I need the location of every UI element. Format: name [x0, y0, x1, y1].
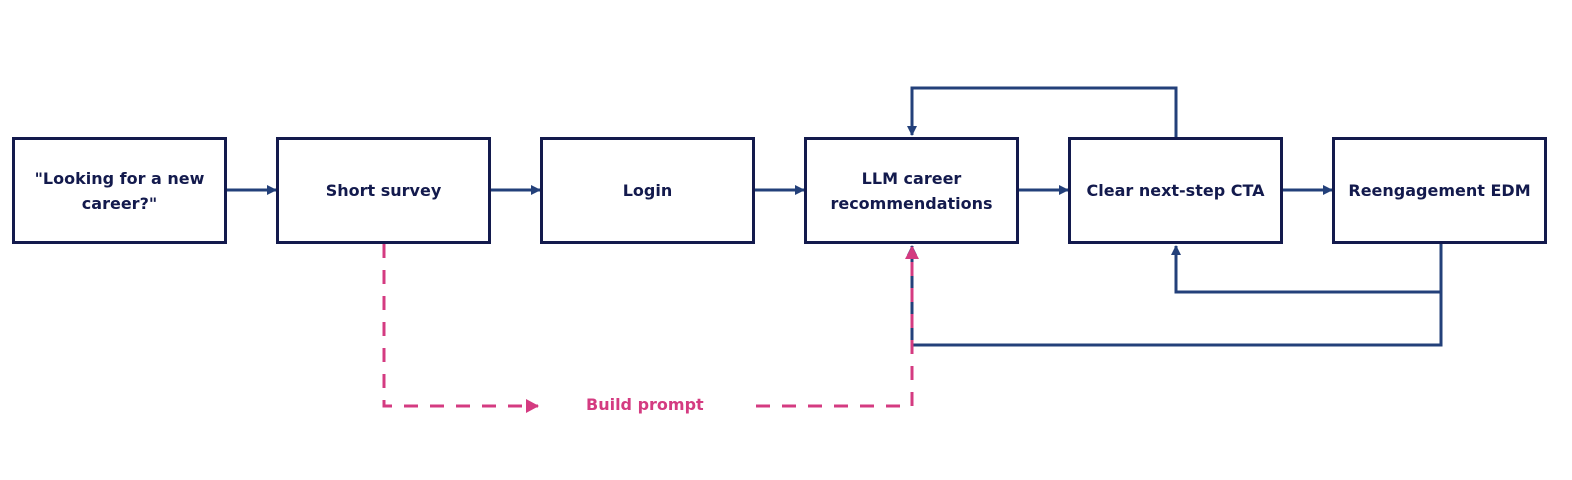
node-looking-for-career-label: "Looking for a new career?": [34, 168, 205, 213]
node-next-step-cta: Clear next-step CTA: [1068, 137, 1283, 244]
arrow-cta-loop-to-llm: [907, 86, 1178, 137]
build-prompt-label: Build prompt: [586, 395, 704, 414]
node-next-step-cta-label: Clear next-step CTA: [1086, 181, 1265, 200]
node-login-label: Login: [622, 181, 673, 200]
node-llm-recommendations: LLM career recommendations: [804, 137, 1019, 244]
node-reengagement-edm-label: Reengagement EDM: [1348, 181, 1531, 200]
node-short-survey-label: Short survey: [325, 181, 442, 200]
node-login: Login: [540, 137, 755, 244]
node-looking-for-career: "Looking for a new career?": [12, 137, 227, 244]
node-reengagement-edm: Reengagement EDM: [1332, 137, 1547, 244]
arrow-edm-to-cta: [1171, 244, 1443, 294]
prompt-path-survey-to-label: [382, 244, 539, 413]
node-llm-recommendations-label: LLM career recommendations: [830, 168, 993, 213]
node-short-survey: Short survey: [276, 137, 491, 244]
prompt-path-label-to-llm: [756, 246, 919, 408]
